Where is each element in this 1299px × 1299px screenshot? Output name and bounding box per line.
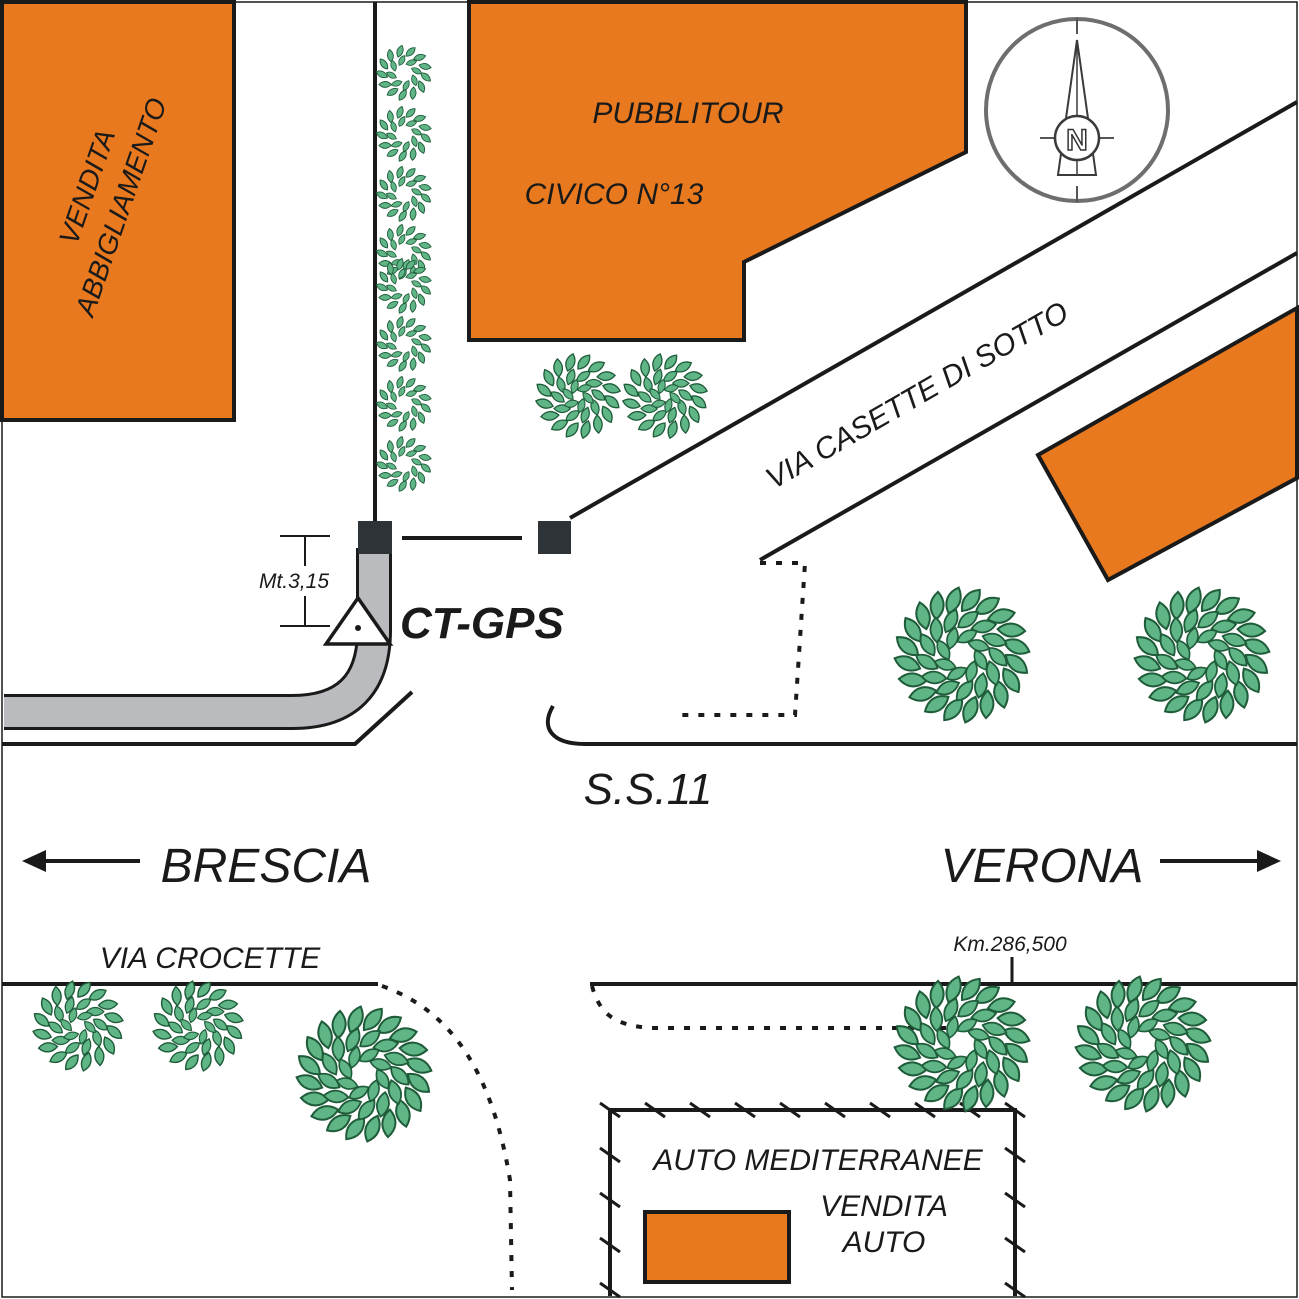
label-brescia: BRESCIA [161, 840, 372, 893]
compass-letter: N [1066, 124, 1088, 157]
building-pubblitour [467, 0, 968, 342]
north-compass-icon: N [984, 17, 1170, 203]
post-west [358, 521, 392, 554]
gps-station-icon [322, 594, 394, 646]
building-east [1035, 304, 1299, 583]
label-via-crocette: VIA CROCETTE [100, 942, 322, 975]
label-verona: VERONA [941, 840, 1144, 893]
curb-corner-east [545, 704, 1297, 746]
fence-auto-mediterranee [599, 1101, 1026, 1299]
dotted-line-southwest [381, 984, 514, 1291]
building-vendita-abbigliamento [0, 0, 236, 422]
tree-icon [150, 978, 246, 1074]
post-east [538, 521, 571, 554]
tree-icon [891, 584, 1033, 726]
label-auto-mediterranee: AUTO MEDITERRANEE [651, 1144, 983, 1177]
curb-corner-west [2, 690, 414, 746]
tree-icon [30, 978, 126, 1074]
tree-icon [374, 435, 433, 494]
dotted-line-southeast [590, 985, 955, 1030]
arrow-verona-icon [1160, 850, 1281, 872]
label-civico: CIVICO N°13 [525, 178, 704, 211]
tree-icon [533, 351, 623, 441]
label-ct-gps: CT-GPS [400, 599, 564, 648]
label-km: Km.286,500 [953, 933, 1067, 956]
tree-icon [374, 315, 433, 374]
tree-icon [891, 973, 1033, 1115]
label-vendita-auto-2: AUTO [841, 1226, 926, 1259]
curb-via-casette-south [759, 251, 1298, 562]
tree-icon [374, 165, 433, 224]
measurement-mark [280, 535, 330, 627]
tree-icon [293, 1003, 435, 1145]
label-vendita-auto-1: VENDITA [820, 1190, 948, 1223]
dotted-line-north [682, 561, 808, 717]
label-ss11: S.S.11 [584, 765, 713, 814]
tree-icon [620, 351, 710, 441]
building-vendita-auto [643, 1210, 791, 1284]
label-measure: Mt.3,15 [259, 570, 329, 593]
arrow-brescia-icon [22, 850, 140, 872]
tree-icon [374, 105, 433, 164]
label-via-casette-di-sotto: VIA CASETTE DI SOTTO [760, 296, 1074, 496]
tree-icon [374, 375, 433, 434]
curb-via-casette-north [569, 100, 1298, 520]
tree-icon [1131, 584, 1273, 726]
label-pubblitour: PUBBLITOUR [592, 97, 783, 130]
tree-icon [1072, 973, 1214, 1115]
tree-icon [374, 44, 433, 103]
